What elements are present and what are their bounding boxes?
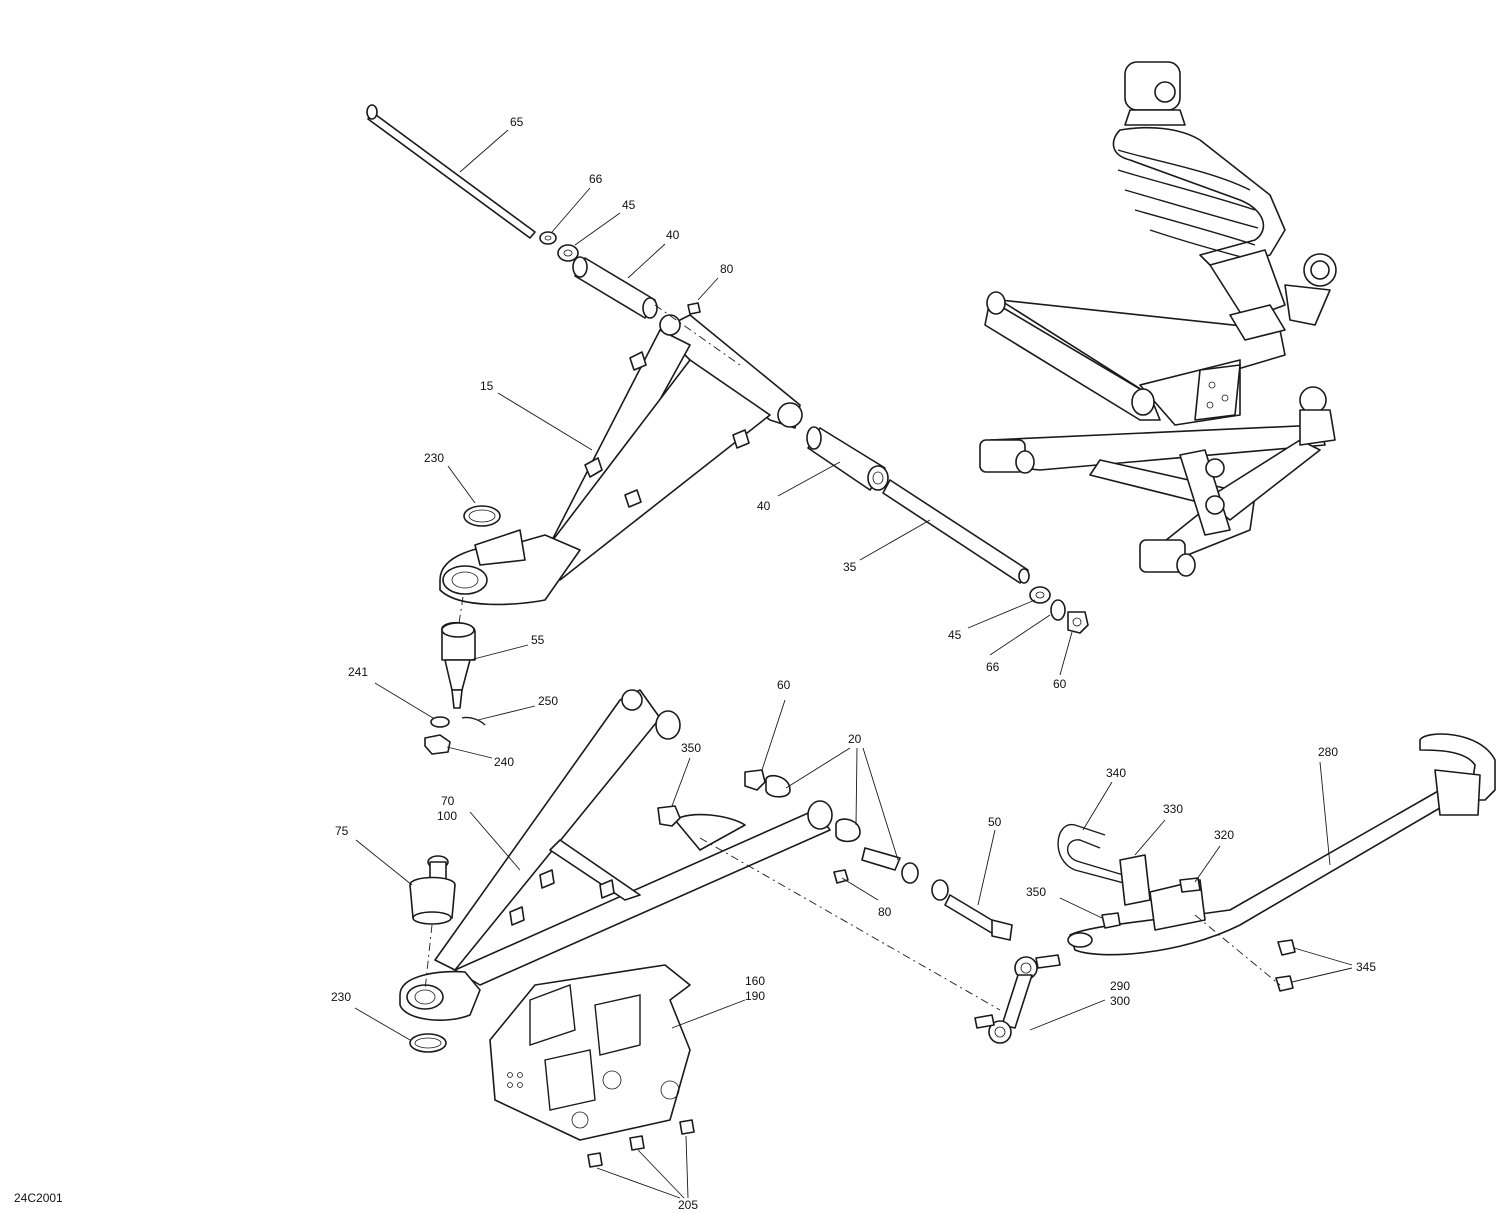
callout-350-right: 350 <box>1026 885 1046 899</box>
nut-345-b <box>1275 975 1294 992</box>
retaining-ring-230-upper <box>463 505 501 527</box>
sway-bar-280 <box>1067 733 1496 956</box>
callout-labels: 65 66 45 40 80 15 230 40 35 45 66 60 55 … <box>331 115 1376 1212</box>
callout-100: 100 <box>437 809 457 823</box>
bushing-40-upper <box>572 256 658 319</box>
callout-40-upper: 40 <box>666 228 680 242</box>
nut-205-c <box>679 1119 695 1135</box>
callout-350-left: 350 <box>681 741 701 755</box>
callout-80-upper: 80 <box>720 262 734 276</box>
u-bolt-340 <box>1057 824 1151 891</box>
callout-35: 35 <box>843 560 857 574</box>
callout-60-lower: 60 <box>777 678 791 692</box>
nut-60-lower <box>744 769 766 791</box>
assembled-suspension-view <box>979 253 1337 577</box>
callout-20: 20 <box>848 732 862 746</box>
callout-70: 70 <box>441 794 455 808</box>
callout-205: 205 <box>678 1198 698 1212</box>
washer-45-upper <box>557 244 579 262</box>
cotter-pin-250 <box>461 716 486 726</box>
bushing-20-a <box>765 774 791 798</box>
callout-230-upper: 230 <box>424 451 444 465</box>
nut-205-a <box>587 1152 603 1168</box>
shock-absorber <box>1112 61 1286 341</box>
bolt-50 <box>944 894 1013 941</box>
callout-80-lower: 80 <box>878 905 892 919</box>
callout-330: 330 <box>1163 802 1183 816</box>
callout-66-upper: 66 <box>589 172 603 186</box>
callout-345: 345 <box>1356 960 1376 974</box>
washer-a <box>901 862 919 884</box>
washer-66-upper <box>539 231 557 245</box>
callout-240: 240 <box>494 755 514 769</box>
nut-345-a <box>1277 939 1296 956</box>
callout-241: 241 <box>348 665 368 679</box>
skid-plate-160-190 <box>489 964 691 1141</box>
nut-240 <box>424 734 451 755</box>
callout-65: 65 <box>510 115 524 129</box>
lower-a-arm-70-100 <box>399 689 833 1021</box>
bushing-40-lower <box>806 426 886 491</box>
callout-230-lower: 230 <box>331 990 351 1004</box>
upper-bushing-right <box>1131 388 1155 416</box>
tube-35 <box>882 479 1030 584</box>
callout-40-lower: 40 <box>757 499 771 513</box>
nut-80-upper <box>687 302 701 315</box>
nut-80-lower <box>833 869 849 884</box>
callout-190: 190 <box>745 989 765 1003</box>
callout-290: 290 <box>1110 979 1130 993</box>
callout-250: 250 <box>538 694 558 708</box>
washer-45-lower <box>1029 586 1051 604</box>
callout-280: 280 <box>1318 745 1338 759</box>
nut-205-b <box>629 1135 645 1151</box>
diagram-code: 24C2001 <box>14 1191 63 1205</box>
callout-75: 75 <box>335 824 349 838</box>
callout-340: 340 <box>1106 766 1126 780</box>
callout-45-upper: 45 <box>622 198 636 212</box>
retaining-ring-230-lower <box>409 1033 447 1053</box>
nut-350-right <box>1101 912 1121 929</box>
callout-60-upper: 60 <box>1053 677 1067 691</box>
bushing-20-b <box>835 818 861 843</box>
ball-joint-75 <box>409 855 456 925</box>
spacer-ring <box>867 465 889 491</box>
ball-joint-55 <box>441 621 476 709</box>
nut-350-left <box>657 805 681 827</box>
upper-a-arm-15 <box>439 314 803 606</box>
callout-55: 55 <box>531 633 545 647</box>
upper-bushing-left <box>986 291 1006 315</box>
callout-160: 160 <box>745 974 765 988</box>
washer-241 <box>430 716 450 728</box>
shaft-65 <box>366 104 536 239</box>
sleeve <box>861 847 901 871</box>
washer-b <box>931 879 949 901</box>
callout-300: 300 <box>1110 994 1130 1008</box>
washer-66-lower <box>1050 599 1066 621</box>
callout-50: 50 <box>988 815 1002 829</box>
callout-15: 15 <box>480 379 494 393</box>
bushing-320 <box>1149 877 1206 931</box>
callout-66-lower: 66 <box>986 660 1000 674</box>
sway-link-290-300 <box>974 954 1061 1044</box>
callout-45-lower: 45 <box>948 628 962 642</box>
callout-320: 320 <box>1214 828 1234 842</box>
bracket-330 <box>1119 854 1151 906</box>
nut-60-upper <box>1067 611 1089 634</box>
leader-lines <box>354 129 1353 1199</box>
